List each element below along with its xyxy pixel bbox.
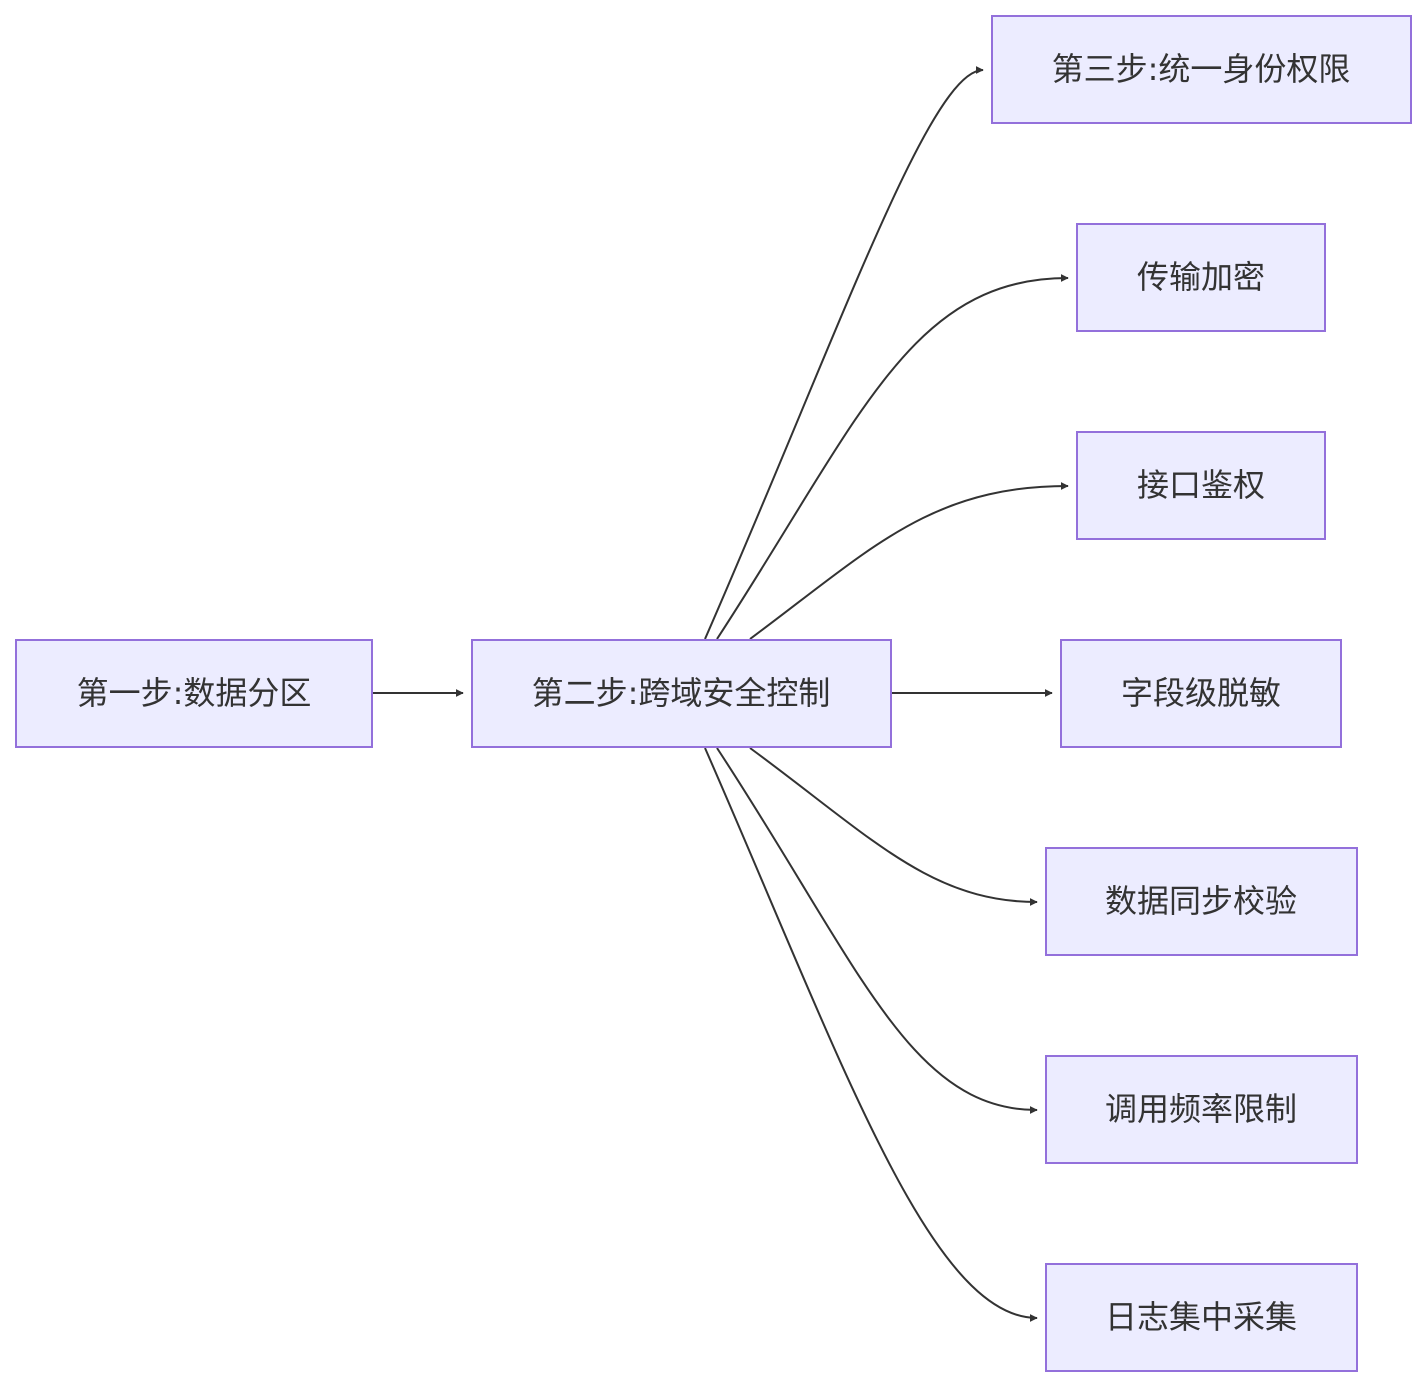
edge-step2-to-step3 [704, 66, 984, 640]
node-step2-label: 第二步:跨域安全控制 [532, 674, 831, 712]
node-auth-label: 接口鉴权 [1137, 466, 1265, 504]
node-verify-box [1045, 847, 1358, 956]
node-verify[interactable]: 数据同步校验 [1045, 847, 1358, 956]
node-step3-label: 第三步:统一身份权限 [1052, 50, 1351, 88]
node-auth-box [1076, 431, 1326, 540]
node-ratelimit-box [1045, 1055, 1358, 1164]
node-step2[interactable]: 第二步:跨域安全控制 [471, 639, 892, 748]
edge-step2-to-verify [749, 747, 1038, 906]
node-encrypt[interactable]: 传输加密 [1076, 223, 1326, 332]
node-logging-label: 日志集中采集 [1105, 1298, 1297, 1336]
node-step2-box [471, 639, 892, 748]
node-verify-label: 数据同步校验 [1105, 882, 1297, 920]
node-step1-box [15, 639, 373, 748]
node-logging[interactable]: 日志集中采集 [1045, 1263, 1358, 1372]
edge-step2-to-ratelimit [716, 747, 1038, 1114]
node-logging-box [1045, 1263, 1358, 1372]
node-ratelimit-label: 调用频率限制 [1105, 1090, 1297, 1128]
node-encrypt-box [1076, 223, 1326, 332]
node-auth[interactable]: 接口鉴权 [1076, 431, 1326, 540]
node-step1[interactable]: 第一步:数据分区 [15, 639, 373, 748]
edge-step2-to-logging [704, 747, 1038, 1322]
node-encrypt-label: 传输加密 [1137, 258, 1265, 296]
node-mask-box [1060, 639, 1342, 748]
node-step3-box [991, 15, 1412, 124]
edge-step2-to-auth [749, 482, 1069, 640]
node-step3[interactable]: 第三步:统一身份权限 [991, 15, 1412, 124]
edges [373, 66, 1069, 1322]
node-mask[interactable]: 字段级脱敏 [1060, 639, 1342, 748]
node-ratelimit[interactable]: 调用频率限制 [1045, 1055, 1358, 1164]
node-mask-label: 字段级脱敏 [1121, 674, 1281, 712]
edge-step2-to-encrypt [716, 274, 1069, 640]
node-step1-label: 第一步:数据分区 [77, 674, 312, 712]
